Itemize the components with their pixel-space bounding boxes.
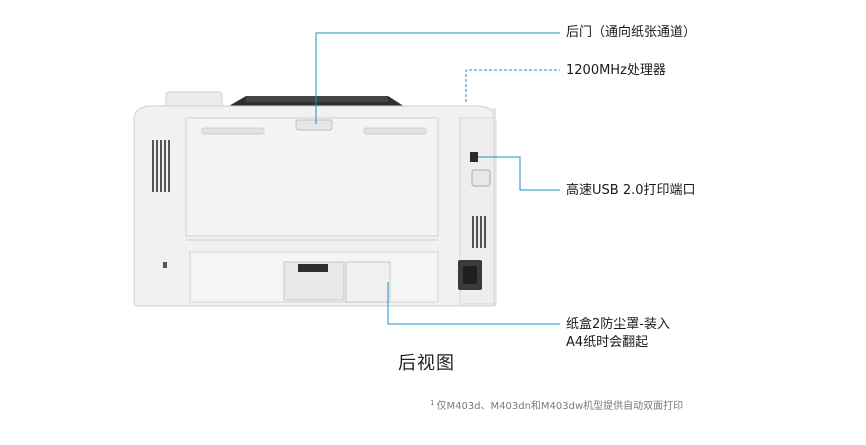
callout-tray-line1: 纸盒2防尘罩-装入 xyxy=(566,317,670,332)
callout-usb-port: 高速USB 2.0打印端口 xyxy=(566,183,696,198)
rear-door xyxy=(185,117,439,241)
port-panel xyxy=(458,117,495,305)
left-vents xyxy=(152,140,170,268)
callout-line-processor xyxy=(465,69,560,102)
callout-lines xyxy=(315,32,560,325)
callout-rear-door: 后门（通向纸张通道） xyxy=(566,25,697,40)
callout-tray-cover: 纸盒2防尘罩-装入 A4纸时会翻起 xyxy=(566,316,670,352)
tray-2-cover xyxy=(189,251,439,303)
footnote-marker: 1 xyxy=(430,398,435,407)
callout-line-usb xyxy=(478,156,560,191)
callout-processor: 1200MHz处理器 xyxy=(566,63,666,78)
callout-line-tray xyxy=(387,282,560,325)
callout-line-rear-door xyxy=(315,32,560,124)
figure-caption: 后视图 xyxy=(398,353,455,374)
footnote-text: 仅M403d、M403dn和M403dw机型提供自动双面打印 xyxy=(436,401,684,412)
callout-tray-line2: A4纸时会翻起 xyxy=(566,335,649,350)
